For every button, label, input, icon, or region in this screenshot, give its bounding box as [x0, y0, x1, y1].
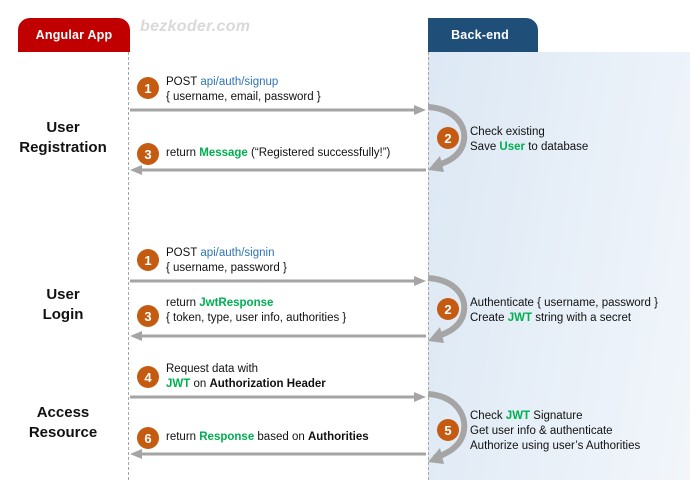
- watermark: bezkoder.com: [140, 18, 251, 35]
- message-line-1: return JwtResponse: [166, 296, 346, 311]
- message-signin-request: POST api/auth/signin { username, passwor…: [166, 246, 287, 276]
- text-fragment: (“Registered successfully!”): [247, 147, 391, 159]
- text-fragment: based on: [254, 431, 308, 443]
- text-fragment: string with a secret: [532, 312, 632, 324]
- message-line-1: Check JWT Signature: [470, 409, 640, 424]
- message-line-1: return Message (“Registered successfully…: [166, 146, 390, 161]
- text-fragment: return: [166, 431, 200, 443]
- step-bubble-resource-request: 4: [137, 366, 159, 388]
- text-fragment: on: [190, 378, 210, 390]
- message-line-1: POST api/auth/signin: [166, 246, 287, 261]
- text-fragment: to database: [525, 141, 589, 153]
- text-bold-authorization-header: Authorization Header: [209, 378, 326, 390]
- section-label-user-registration: User Registration: [0, 118, 126, 158]
- step-bubble-signup-request: 1: [137, 77, 159, 99]
- text-fragment: Check: [470, 410, 506, 422]
- message-line-1: Check existing: [470, 126, 545, 138]
- keyword-user: User: [499, 141, 525, 153]
- backend-region: [428, 52, 690, 480]
- server-badge-label: Back-end: [451, 28, 509, 42]
- endpoint-link[interactable]: api/auth/signin: [200, 247, 275, 259]
- section-label-line1: User: [46, 286, 80, 303]
- arrow-signup-response: [130, 164, 426, 176]
- message-resource-request: Request data with JWT on Authorization H…: [166, 362, 326, 392]
- message-signin-process: Authenticate { username, password } Crea…: [470, 296, 658, 326]
- server-badge[interactable]: Back-end: [428, 18, 538, 52]
- message-line-2: { username, email, password }: [166, 91, 321, 103]
- selfloop-signin-process: [426, 271, 470, 347]
- section-label-line2: Resource: [28, 424, 98, 441]
- selfloop-resource-process: [426, 387, 470, 469]
- keyword-jwt: JWT: [166, 378, 191, 390]
- client-badge-label: Angular App: [35, 28, 113, 42]
- arrow-signin-response: [130, 330, 426, 342]
- keyword-message: Message: [199, 147, 248, 159]
- arrow-signup-request: [130, 104, 426, 116]
- section-label-line1: Access: [36, 404, 90, 421]
- message-signin-response: return JwtResponse { token, type, user i…: [166, 296, 346, 326]
- selfloop-signup-process: [426, 100, 470, 176]
- section-label-line2: Registration: [19, 139, 107, 156]
- keyword-response: Response: [199, 431, 255, 443]
- keyword-jwt: JWT: [505, 410, 531, 422]
- endpoint-link[interactable]: api/auth/signup: [200, 76, 279, 88]
- section-label-access-resource: Access Resource: [0, 403, 126, 443]
- keyword-jwt: JWT: [507, 312, 532, 324]
- message-signup-process: Check existing Save User to database: [470, 125, 588, 155]
- section-label-line2: Login: [42, 306, 84, 323]
- text-fragment: Signature: [530, 410, 583, 422]
- section-label-user-login: User Login: [0, 285, 126, 325]
- message-line-2: { token, type, user info, authorities }: [166, 312, 347, 324]
- step-bubble-signin-process: 2: [437, 298, 459, 320]
- arrow-signin-request: [130, 275, 426, 287]
- step-bubble-signin-response: 3: [137, 305, 159, 327]
- message-line-1: POST api/auth/signup: [166, 75, 321, 90]
- client-lifeline: [128, 52, 129, 480]
- message-line-2: Save User to database: [470, 140, 588, 155]
- text-fragment: return: [166, 297, 200, 309]
- text-fragment: return: [166, 147, 200, 159]
- method-label: POST: [166, 76, 201, 88]
- arrow-resource-request: [130, 391, 426, 403]
- text-bold-authorities: Authorities: [307, 431, 369, 443]
- message-line-2: Get user info & authenticate: [470, 425, 613, 437]
- text-fragment: Save: [470, 141, 500, 153]
- method-label: POST: [166, 247, 201, 259]
- step-bubble-resource-process: 5: [437, 419, 459, 441]
- step-bubble-signup-response: 3: [137, 143, 159, 165]
- message-line-2: { username, password }: [166, 262, 287, 274]
- message-signup-response: return Message (“Registered successfully…: [166, 146, 390, 161]
- message-line-2: Create JWT string with a secret: [470, 311, 658, 326]
- message-line-1: Authenticate { username, password }: [470, 297, 658, 309]
- message-line-2: JWT on Authorization Header: [166, 377, 326, 392]
- keyword-jwtresponse: JwtResponse: [199, 297, 274, 309]
- message-resource-response: return Response based on Authorities: [166, 430, 369, 445]
- step-bubble-signup-process: 2: [437, 127, 459, 149]
- text-fragment: Create: [470, 312, 508, 324]
- message-resource-process: Check JWT Signature Get user info & auth…: [470, 409, 640, 454]
- arrow-resource-response: [130, 448, 426, 460]
- message-line-3: Authorize using user’s Authorities: [470, 440, 641, 452]
- client-badge[interactable]: Angular App: [18, 18, 130, 52]
- step-bubble-signin-request: 1: [137, 249, 159, 271]
- message-line-1: Request data with: [166, 363, 259, 375]
- section-label-line1: User: [46, 119, 80, 136]
- step-bubble-resource-response: 6: [137, 427, 159, 449]
- message-signup-request: POST api/auth/signup { username, email, …: [166, 75, 321, 105]
- message-line-1: return Response based on Authorities: [166, 430, 369, 445]
- server-lifeline: [428, 52, 429, 480]
